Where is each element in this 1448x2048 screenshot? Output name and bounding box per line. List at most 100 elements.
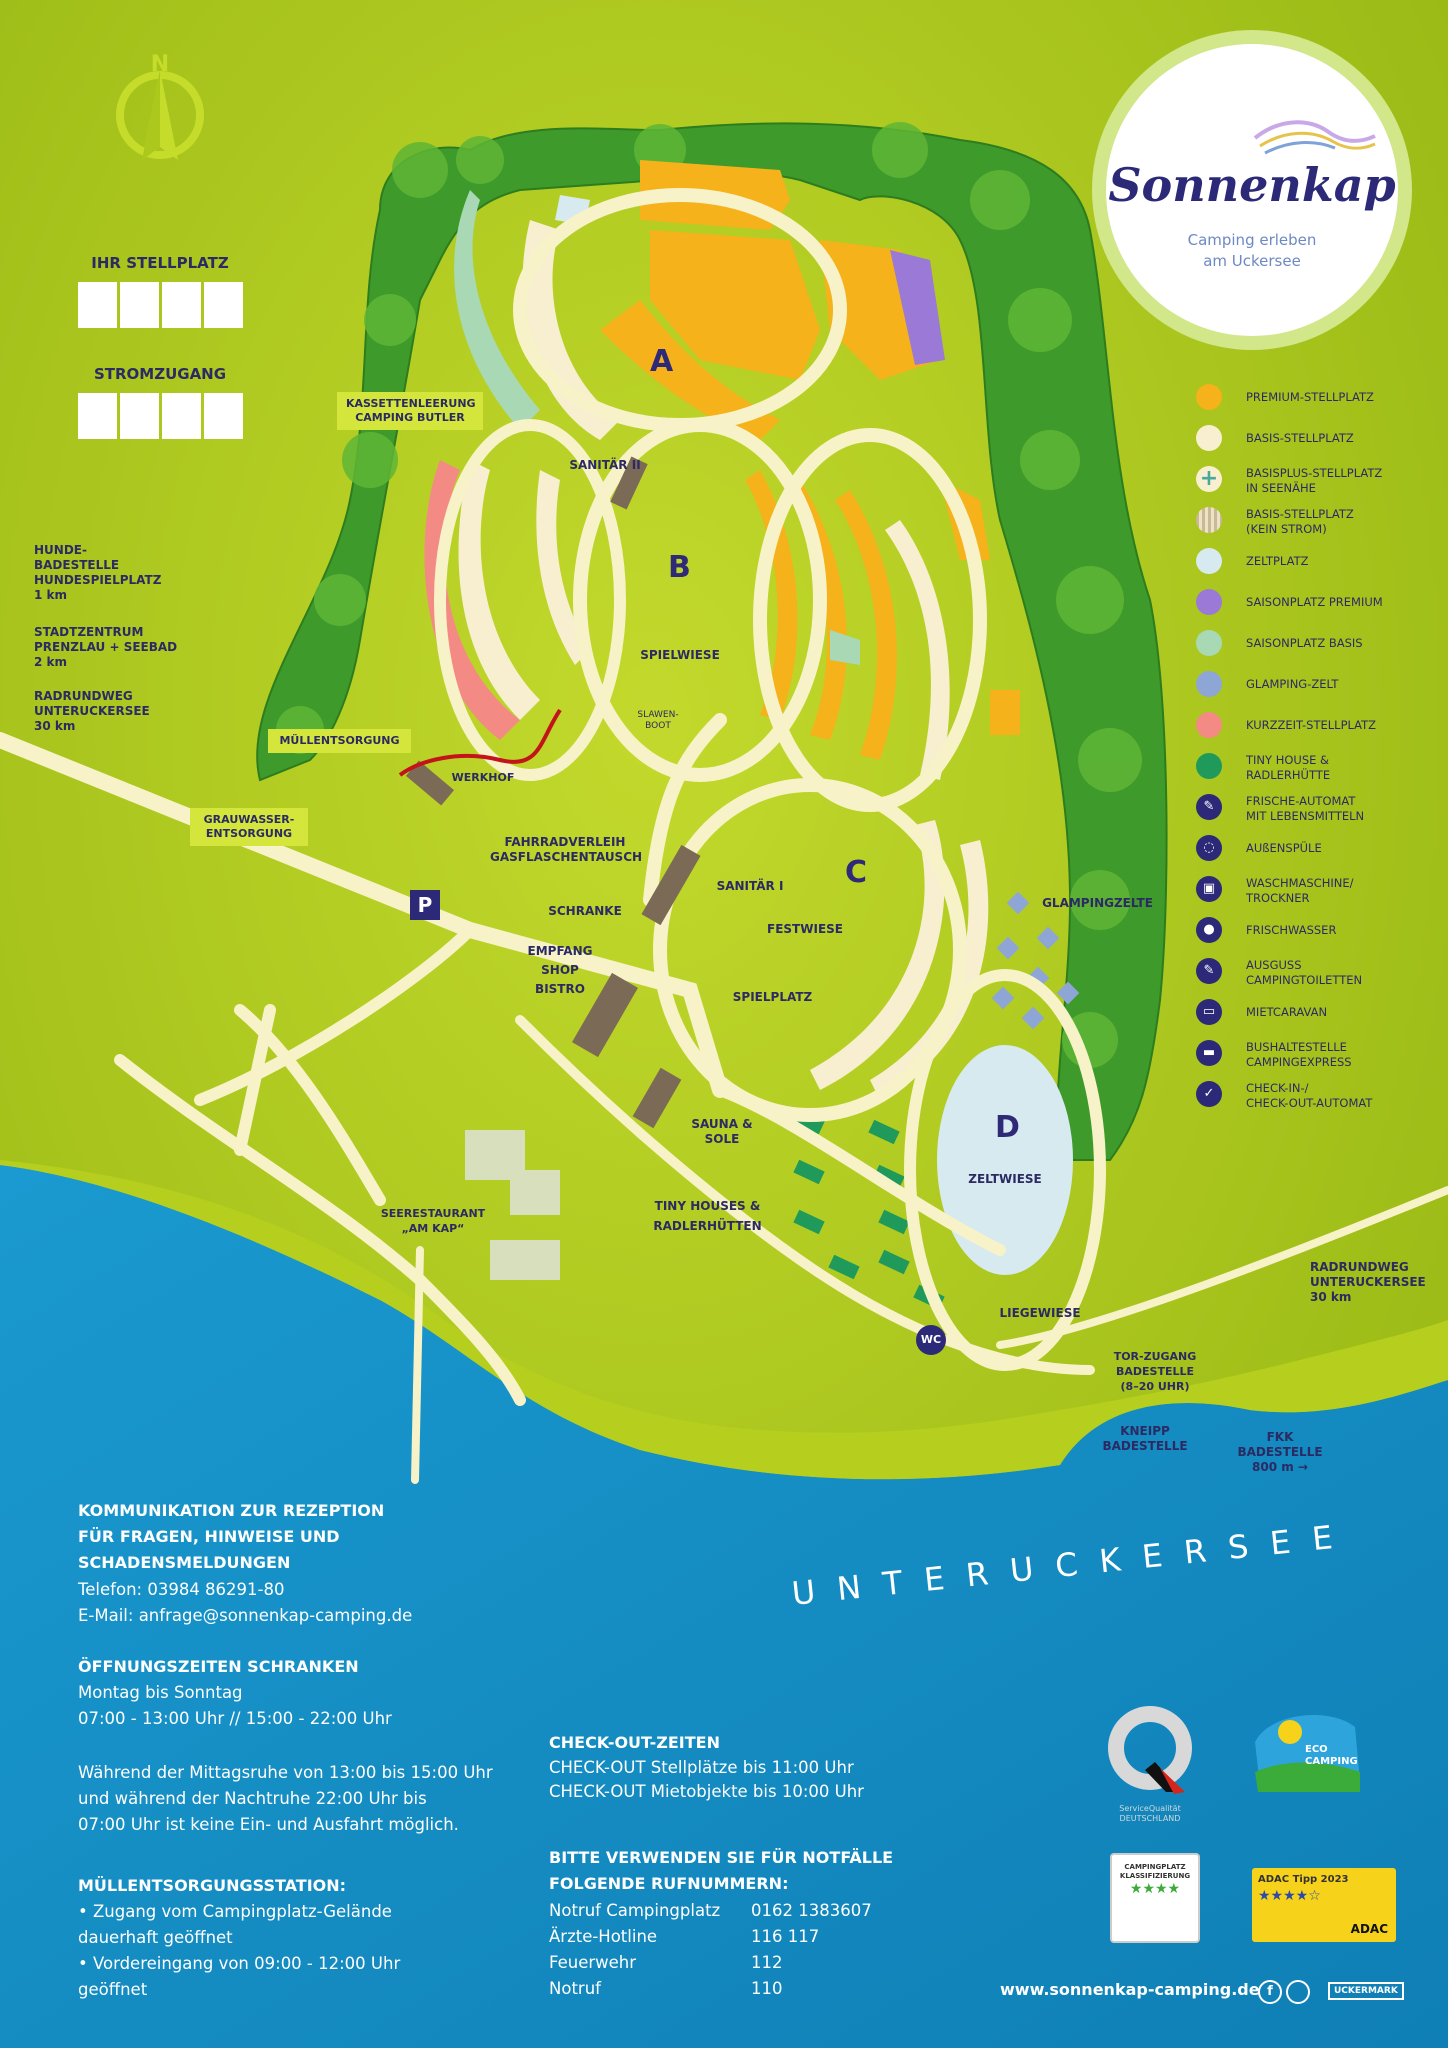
eco-camping-logo-icon: [1255, 1715, 1360, 1792]
notfall-row: Notruf Campingplatz 0162 1383607: [549, 1898, 872, 1924]
legend-item: ✎FRISCHE-AUTOMAT MIT LEBENSMITTELN: [1194, 794, 1434, 834]
sanitaer-2-label: SANITÄR II: [569, 458, 641, 472]
legend-item: ✓CHECK-IN-/ CHECK-OUT-AUTOMAT: [1194, 1081, 1434, 1121]
spielplatz-label: SPIELPLATZ: [732, 990, 813, 1004]
facebook-icon[interactable]: f: [1258, 1980, 1282, 2004]
legend-label: TINY HOUSE & RADLERHÜTTE: [1246, 753, 1331, 782]
grauwasser-tag: GRAUWASSER- ENTSORGUNG: [190, 808, 308, 846]
legend-item: ▬BUSHALTESTELLE CAMPINGEXPRESS: [1194, 1040, 1434, 1080]
strom-box[interactable]: [204, 393, 243, 439]
tor-zugang-label: TOR-ZUGANG BADESTELLE (8–20 UHR): [1113, 1350, 1197, 1393]
compass: N: [100, 52, 220, 175]
stellplatz-box[interactable]: [204, 282, 243, 328]
stellplatz-input-boxes[interactable]: [78, 282, 243, 328]
legend-item: SAISONPLATZ PREMIUM: [1194, 589, 1434, 629]
wc-sign: WC: [916, 1325, 946, 1355]
legend-swatch: [1196, 671, 1222, 697]
legend-swatch: [1196, 384, 1222, 410]
parking-sign: P: [410, 890, 440, 920]
legend-item: ◌ AUßENSPÜLE: [1194, 835, 1434, 875]
notfall-number: 116 117: [751, 1927, 820, 1946]
legend-item: ● FRISCHWASSER: [1194, 917, 1434, 957]
klassifizierung-badge: CAMPINGPLATZ KLASSIFIZIERUNG ★★★★: [1110, 1853, 1200, 1943]
legend-label: AUSGUSS CAMPINGTOILETTEN: [1246, 958, 1363, 987]
legend-label: SAISONPLATZ PREMIUM: [1246, 595, 1383, 609]
legend-label: BASISPLUS-STELLPLATZ IN SEENÄHE: [1246, 466, 1383, 495]
website-link[interactable]: www.sonnenkap-camping.de: [1000, 1980, 1260, 1999]
legend-label: SAISONPLATZ BASIS: [1246, 636, 1363, 650]
glampingzelte-label: GLAMPINGZELTE: [1042, 896, 1153, 910]
sauna-sole-label: SAUNA & SOLE: [691, 1117, 753, 1146]
klassifizierung-text: CAMPINGPLATZ KLASSIFIZIERUNG: [1119, 1863, 1191, 1880]
instagram-icon[interactable]: [1286, 1980, 1310, 2004]
strom-box[interactable]: [78, 393, 117, 439]
vending-icon: ✎: [1196, 794, 1222, 820]
legend-item: TINY HOUSE & RADLERHÜTTE: [1194, 753, 1434, 793]
kneipp-badestelle-label: KNEIPP BADESTELLE: [1102, 1424, 1188, 1453]
legend-label: PREMIUM-STELLPLATZ: [1246, 390, 1374, 404]
sanitaer-1-label: SANITÄR I: [716, 879, 784, 893]
stellplatz-box[interactable]: [162, 282, 201, 328]
werkhof-label: WERKHOF: [451, 771, 515, 784]
sink-icon: ◌: [1196, 835, 1222, 861]
schranke-label: SCHRANKE: [548, 904, 622, 918]
adac-badge: ADAC Tipp 2023 ★★★★☆ ADAC: [1252, 1868, 1396, 1942]
toilet-disposal-icon: ✎: [1196, 958, 1222, 984]
stellplatz-box[interactable]: [120, 282, 159, 328]
strom-box[interactable]: [120, 393, 159, 439]
waste-route-arrow: [398, 708, 562, 777]
adac-tipp-text: ADAC Tipp 2023: [1258, 1874, 1349, 1885]
legend-label: FRISCHWASSER: [1246, 923, 1337, 937]
telefon-text: Telefon: 03984 86291-80: [78, 1580, 285, 1599]
notfall-number: 110: [751, 1979, 783, 1998]
klassifizierung-stars-icon: ★★★★: [1129, 1881, 1181, 1897]
zeltwiese-label: ZELTWIESE: [968, 1172, 1042, 1186]
legend-swatch: [1196, 589, 1222, 615]
lake-unteruckersee: [0, 1165, 1448, 2048]
brand-tagline: Camping erleben am Uckersee: [1187, 231, 1317, 270]
servicequalitaet-text: ServiceQualität DEUTSCHLAND: [1119, 1804, 1181, 1823]
radrundweg-left-label: RADRUNDWEG UNTERUCKERSEE 30 km: [34, 689, 150, 733]
zone-d-label: D: [995, 1110, 1020, 1145]
notfall-name: Feuerwehr: [549, 1953, 637, 1972]
strom-box[interactable]: [162, 393, 201, 439]
legend-label: AUßENSPÜLE: [1246, 841, 1322, 855]
legend-label: GLAMPING-ZELT: [1246, 677, 1339, 691]
empfang-shop-bistro-label: EMPFANG SHOP BISTRO: [527, 944, 593, 996]
legend-swatch: [1196, 753, 1222, 779]
q-logo-icon: [1108, 1706, 1192, 1794]
adac-stars-icon: ★★★★☆: [1258, 1888, 1321, 1904]
muellentsorgung-tag: MÜLLENTSORGUNG: [268, 729, 411, 753]
stellplatz-box[interactable]: [78, 282, 117, 328]
stellplatz-title: IHR STELLPLATZ: [91, 254, 229, 272]
notfall-title: BITTE VERWENDEN SIE FÜR NOTFÄLLE FOLGEND…: [549, 1848, 894, 1893]
kommunikation-title: KOMMUNIKATION ZUR REZEPTION FÜR FRAGEN, …: [78, 1501, 385, 1572]
muellentsorgung-title: MÜLLENTSORGUNGSSTATION:: [78, 1876, 347, 1895]
legend-item: ✎ AUSGUSS CAMPINGTOILETTEN: [1194, 958, 1434, 998]
notfall-number: 0162 1383607: [751, 1901, 872, 1920]
legend-label: WASCHMASCHINE/ TROCKNER: [1246, 876, 1354, 905]
notfall-name: Notruf Campingplatz: [549, 1901, 721, 1920]
legend-item: +BASISPLUS-STELLPLATZ IN SEENÄHE: [1194, 466, 1434, 506]
servicequalitaet-badge: ServiceQualität DEUTSCHLAND: [1100, 1700, 1200, 1825]
legend-item: ▭MIETCARAVAN: [1194, 999, 1434, 1039]
legend-label: CHECK-IN-/ CHECK-OUT-AUTOMAT: [1246, 1081, 1373, 1110]
legend-label: BASIS-STELLPLATZ: [1246, 431, 1354, 445]
radrundweg-right-label: RADRUNDWEG UNTERUCKERSEE 30 km: [1310, 1260, 1426, 1304]
adac-brand-text: ADAC: [1350, 1922, 1388, 1936]
stadtzentrum-label: STADTZENTRUM PRENZLAU + SEEBAD 2 km: [34, 625, 178, 669]
legend-label: BASIS-STELLPLATZ (KEIN STROM): [1246, 507, 1354, 536]
caravan-icon: ▭: [1196, 999, 1222, 1025]
compass-north-label: N: [150, 52, 170, 77]
legend-swatch: [1196, 507, 1222, 533]
checkout-text: CHECK-OUT Stellplätze bis 11:00 Uhr CHEC…: [549, 1758, 864, 1801]
uckermark-logo: UCKERMARK: [1328, 1982, 1404, 2000]
water-drop-icon: ●: [1196, 917, 1222, 943]
legend-swatch: [1196, 712, 1222, 738]
legend-item: PREMIUM-STELLPLATZ: [1194, 384, 1434, 424]
stromzugang-input-boxes[interactable]: [78, 393, 243, 439]
buildings: [405, 456, 701, 1129]
legend-item: SAISONPLATZ BASIS: [1194, 630, 1434, 670]
compass-rose-icon: [116, 70, 204, 160]
